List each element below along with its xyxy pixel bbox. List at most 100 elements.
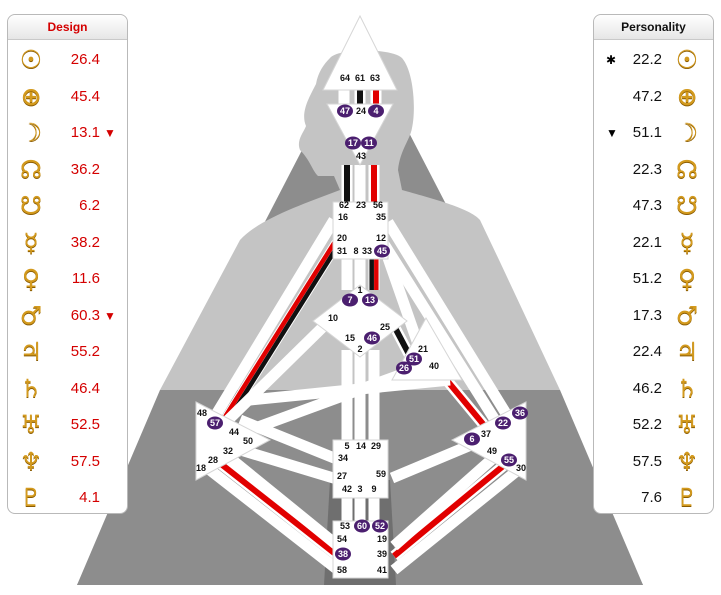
gate-1-label: 1 [357, 285, 362, 295]
design-south-node-value: 6.2 [79, 197, 100, 214]
gate-38-active-badge [335, 547, 351, 561]
design-uranus-value: 52.5 [70, 416, 100, 433]
gate-20-label: 20 [337, 233, 347, 243]
gate-64-label: 64 [340, 73, 350, 83]
gate-63-label: 63 [370, 73, 380, 83]
gate-18-label: 18 [196, 463, 206, 473]
personality-row-uranus: ♅ 52.2 [594, 410, 713, 440]
gate-33-label: 33 [362, 246, 372, 256]
personality-neptune-value: 57.5 [632, 452, 662, 470]
gate-25-label: 25 [380, 322, 390, 332]
gate-57-active-badge [207, 416, 223, 430]
personality-row-mars: ♂17.3 [594, 301, 713, 331]
channel-solar-throat-36-35 [383, 219, 515, 423]
design-row-venus: ♀11.6 [8, 264, 127, 294]
sun-icon: ☉ [675, 45, 699, 74]
gate-13-active-badge [362, 293, 378, 307]
channel-sacral-spleen-34-20 [237, 414, 347, 468]
design-mercury-value: 38.2 [70, 233, 100, 251]
gate-22-active-badge [495, 416, 511, 430]
gate-48-label: 48 [197, 408, 207, 418]
venus-icon: ♀ [21, 264, 41, 293]
gate-42-label: 42 [342, 484, 352, 494]
gate-6-label: 6 [469, 434, 474, 444]
personality-saturn-value: 46.2 [632, 379, 662, 397]
channel-spleen-throat-57-20-design [218, 235, 340, 426]
personality-row-jupiter: ♃ 22.4 [594, 337, 713, 367]
gate-4-label: 4 [373, 106, 378, 116]
personality-row-pluto: ♇7.6 [594, 483, 713, 513]
gate-3-label: 3 [357, 484, 362, 494]
pluto-icon: ♇ [19, 483, 43, 512]
design-row-uranus: ♅ 52.5 [8, 410, 127, 440]
design-neptune-value: 57.5 [70, 452, 100, 470]
north-node-icon: ☊ [19, 154, 43, 184]
mercury-icon: ☿ [23, 227, 39, 257]
gate-46-active-badge [364, 331, 380, 345]
venus-icon: ♀ [677, 264, 697, 293]
sun-icon: ☉ [19, 45, 43, 74]
gate-17-label: 17 [348, 138, 358, 148]
design-moon-marker: ▼ [104, 126, 116, 140]
design-pluto-value: 4.1 [79, 489, 100, 506]
gate-47-active-badge [337, 104, 353, 118]
earth-icon: ⊕ [676, 81, 698, 111]
gate-53-label: 53 [340, 521, 350, 531]
design-row-moon: ☽13.1▼ [8, 118, 127, 148]
gate-14-label: 14 [356, 441, 366, 451]
personality-row-mercury: ☿ 22.1 [594, 228, 713, 258]
gate-60-active-badge [354, 519, 370, 533]
mercury-icon: ☿ [679, 227, 695, 257]
ajna-center [326, 103, 394, 167]
earth-icon: ⊕ [20, 81, 42, 111]
gate-35-label: 35 [376, 212, 386, 222]
gate-7-label: 7 [347, 295, 352, 305]
gate-26-label: 26 [399, 363, 409, 373]
personality-pluto-value: 7.6 [641, 489, 662, 506]
gate-31-label: 31 [337, 246, 347, 256]
gate-2-label: 2 [357, 344, 362, 354]
gate-56-label: 56 [373, 200, 383, 210]
jupiter-icon: ♃ [675, 337, 699, 366]
gate-51-active-badge [406, 352, 422, 366]
gate-30-label: 30 [516, 463, 526, 473]
head-center [322, 14, 398, 91]
design-row-north-node: ☊36.2 [8, 155, 127, 185]
gate-16-label: 16 [338, 212, 348, 222]
channel-spleen-throat-48-16 [209, 217, 339, 421]
gate-7-active-badge [342, 293, 358, 307]
personality-row-saturn: ♄46.2 [594, 374, 713, 404]
gate-38-label: 38 [338, 549, 348, 559]
moon-icon: ☽ [675, 118, 699, 147]
gate-47-label: 47 [340, 106, 350, 116]
mars-icon: ♂ [675, 300, 699, 330]
gate-58-label: 58 [337, 565, 347, 575]
gate-15-label: 15 [345, 333, 355, 343]
personality-mercury-value: 22.1 [632, 233, 662, 251]
uranus-icon: ♅ [19, 410, 43, 439]
personality-uranus-value: 52.2 [632, 416, 662, 433]
gate-54-label: 54 [337, 534, 347, 544]
gate-17-active-badge [345, 136, 361, 150]
north-node-icon: ☊ [675, 154, 699, 184]
channel-solar-sacral-6-59 [389, 436, 481, 484]
gate-36-active-badge [512, 406, 528, 420]
gate-36-label: 36 [515, 408, 525, 418]
gate-55-label: 55 [504, 455, 514, 465]
personality-jupiter-value: 22.4 [632, 343, 662, 360]
personality-row-neptune: ♆57.5 [594, 447, 713, 477]
gate-39-label: 39 [377, 549, 387, 559]
channel-spleen-g-57-10 [218, 316, 334, 430]
uranus-icon: ♅ [675, 410, 699, 439]
gate-11-active-badge [361, 136, 377, 150]
personality-moon-marker: ▼ [606, 126, 618, 140]
design-row-mars: ♂60.3▼ [8, 301, 127, 331]
gate-62-label: 62 [339, 200, 349, 210]
design-row-mercury: ☿ 38.2 [8, 228, 127, 258]
south-node-icon: ☋ [675, 191, 699, 220]
personality-row-moon: ☽51.1▼ [594, 118, 713, 148]
mars-icon: ♂ [19, 300, 43, 330]
design-moon-value: 13.1 [70, 124, 100, 141]
